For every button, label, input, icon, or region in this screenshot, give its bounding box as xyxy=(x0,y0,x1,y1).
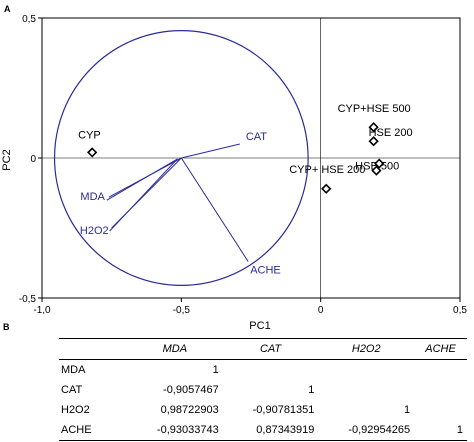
panel-a-label: A xyxy=(4,4,11,14)
score-point xyxy=(371,165,382,176)
score-point xyxy=(87,147,98,158)
table-cell xyxy=(318,380,414,400)
score-point xyxy=(374,158,385,169)
table-row: CAT -0,9057467 1 xyxy=(59,380,467,400)
x-axis-label: PC1 xyxy=(249,320,270,330)
row-header: ACHE xyxy=(59,420,127,441)
x-tick-label: -0,5 xyxy=(173,305,191,316)
row-header: MDA xyxy=(61,364,86,376)
y-tick-label: 0,5 xyxy=(22,14,36,25)
table-cell xyxy=(223,360,319,381)
x-tick-label: 0,5 xyxy=(453,305,467,316)
score-point-label: CYP xyxy=(78,129,101,141)
correlation-table: MDA CAT H2O2 ACHE MDA 1 CAT -0,9057467 1… xyxy=(59,338,467,441)
vector-label: MDA xyxy=(80,191,105,203)
row-header: CAT xyxy=(61,384,83,396)
vector-line xyxy=(106,158,178,201)
vector-line xyxy=(181,143,240,159)
y-tick-label: 0 xyxy=(30,154,36,165)
correlation-circle-group xyxy=(53,29,309,287)
row-header: H2O2 xyxy=(61,404,90,416)
table-cell: 1 xyxy=(308,384,315,396)
correlation-circle xyxy=(53,29,309,287)
vector-line xyxy=(109,158,178,232)
table-cell: 1 xyxy=(212,364,219,376)
table-cell xyxy=(414,380,467,400)
y-axis-label: PC2 xyxy=(1,149,13,170)
table-row: MDA 1 xyxy=(59,360,467,381)
score-point xyxy=(368,136,379,147)
table-cell: -0,93033743 xyxy=(127,420,223,441)
table-cell: 0,87343919 xyxy=(222,420,319,441)
vector-label: ACHE xyxy=(250,265,281,277)
table-header-cell: MDA xyxy=(127,338,223,360)
table-row: ACHE -0,93033743 0,87343919 -0,92954265 … xyxy=(59,420,467,441)
vector-label: CAT xyxy=(246,131,267,143)
table-cell: -0,9057467 xyxy=(163,384,219,396)
score-point-label: CYP+HSE 500 xyxy=(338,103,411,115)
table-header-cell: H2O2 xyxy=(318,338,415,360)
score-point-label: CYP+ HSE 200 xyxy=(289,164,365,176)
score-point-label: HSE 200 xyxy=(369,127,413,139)
table-cell xyxy=(414,400,467,420)
x-tick-label: -1,0 xyxy=(33,305,51,316)
score-point xyxy=(368,122,379,133)
table-header-cell: CAT xyxy=(222,338,319,360)
table-cell: 0,98722903 xyxy=(160,404,219,416)
score-point xyxy=(321,183,332,194)
table-cell: 1 xyxy=(414,420,467,441)
table-header-row: MDA CAT H2O2 ACHE xyxy=(59,338,467,360)
table-header-cell xyxy=(59,338,127,360)
panel-b-label: B xyxy=(3,322,10,332)
table-cell: 1 xyxy=(403,404,411,416)
table-row: H2O2 0,98722903 -0,90781351 1 xyxy=(59,400,467,420)
table-cell: -0,90781351 xyxy=(252,404,315,416)
vector-line xyxy=(180,157,249,262)
table-header-cell: ACHE xyxy=(414,338,467,360)
table-cell xyxy=(414,360,467,381)
x-tick-label: 0 xyxy=(318,305,324,316)
y-tick-label: -0,5 xyxy=(19,294,37,305)
vector-label: H2O2 xyxy=(80,225,109,237)
table-cell xyxy=(318,360,414,381)
table-cell: -0,92954265 xyxy=(318,420,415,441)
